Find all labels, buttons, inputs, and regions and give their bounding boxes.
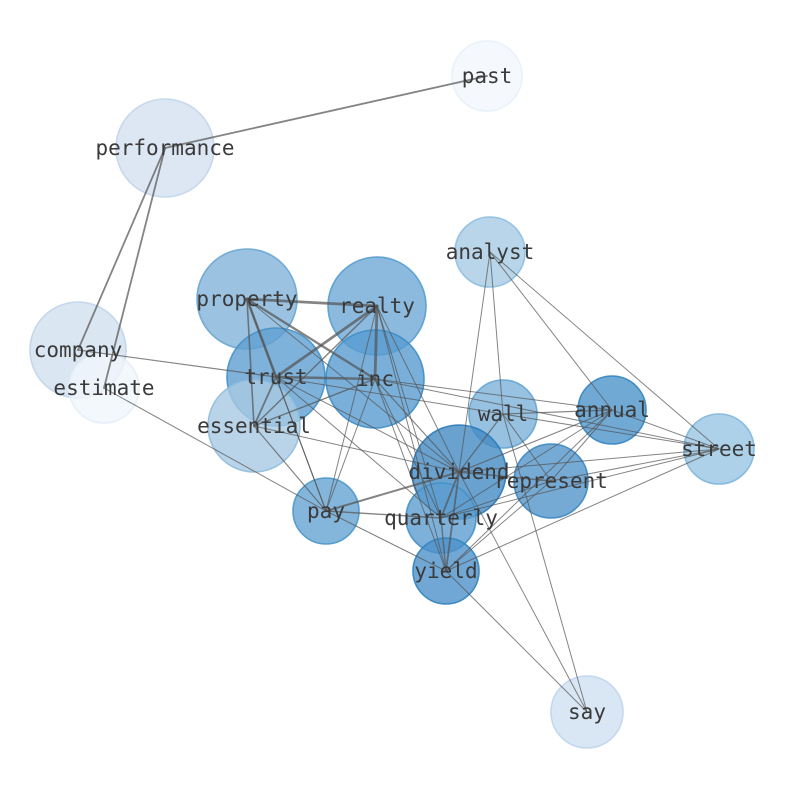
edge-realty-pay xyxy=(325,305,378,512)
edge-street-yield xyxy=(445,448,720,572)
edge-essential-dividend xyxy=(253,425,460,473)
node-label-essential: essential xyxy=(197,414,311,438)
edge-estimate-pay xyxy=(103,387,327,512)
edge-inc-street xyxy=(374,378,720,450)
edge-inc-quarterly xyxy=(374,378,442,519)
edge-dividend-quarterly xyxy=(440,471,460,519)
node-label-wall: wall xyxy=(478,402,529,426)
edge-annual-street xyxy=(611,409,720,450)
edge-analyst-dividend xyxy=(458,251,491,473)
edge-wall-street xyxy=(502,413,720,450)
edge-inc-annual xyxy=(374,378,613,411)
edge-pay-quarterly xyxy=(325,510,442,519)
edge-property-inc xyxy=(245,297,377,381)
node-label-street: street xyxy=(681,437,757,461)
edge-yield-say xyxy=(445,570,588,713)
edge-represent-yield xyxy=(445,480,552,572)
node-label-represent: represent xyxy=(494,469,608,493)
edge-trust-inc xyxy=(274,375,377,381)
node-label-performance: performance xyxy=(95,136,234,160)
edge-layer xyxy=(77,75,720,713)
edge-property-realty xyxy=(245,297,379,308)
edge-property-essential xyxy=(246,298,255,427)
edge-annual-dividend xyxy=(458,409,613,473)
edge-realty-trust xyxy=(274,304,379,379)
edge-wall-dividend xyxy=(458,413,504,473)
edge-trust-pay xyxy=(275,376,327,512)
node-label-inc: inc xyxy=(356,367,394,391)
edge-annual-represent xyxy=(550,409,613,482)
node-label-property: property xyxy=(196,287,297,311)
node-label-estimate: estimate xyxy=(53,376,154,400)
edge-dividend-say xyxy=(458,471,588,713)
edge-performance-estimate xyxy=(103,147,166,389)
node-label-quarterly: quarterly xyxy=(384,506,498,530)
label-layer: past performance company estimate property re… xyxy=(34,64,757,724)
edge-trust-essential xyxy=(253,376,277,427)
edge-trust-quarterly xyxy=(275,376,442,519)
node-label-past: past xyxy=(462,64,513,88)
edge-realty-yield xyxy=(376,305,447,572)
edge-realty-quarterly xyxy=(376,305,442,519)
edge-property-dividend xyxy=(246,298,460,473)
node-label-realty: realty xyxy=(339,294,415,318)
edge-quarterly-yield xyxy=(440,517,447,572)
edge-analyst-annual xyxy=(489,251,613,411)
edge-analyst-street xyxy=(489,251,720,450)
edge-realty-essential xyxy=(253,305,378,427)
edge-street-represent xyxy=(550,448,720,482)
node-label-analyst: analyst xyxy=(446,240,535,264)
edge-pay-yield xyxy=(325,510,447,572)
edge-inc-dividend xyxy=(374,378,460,473)
edge-inc-essential xyxy=(253,378,376,427)
edge-street-dividend xyxy=(458,448,720,473)
node-label-yield: yield xyxy=(414,559,477,583)
node-label-company: company xyxy=(34,338,123,362)
edge-trust-dividend xyxy=(275,376,460,473)
edge-wall-represent xyxy=(502,413,552,482)
edge-realty-inc xyxy=(373,304,379,381)
node-label-say: say xyxy=(568,700,606,724)
edge-past-performance xyxy=(164,75,488,149)
node-label-dividend: dividend xyxy=(408,460,509,484)
edge-annual-yield xyxy=(445,409,613,572)
edge-street-quarterly xyxy=(440,448,720,519)
edge-company-trust xyxy=(77,349,277,378)
edge-essential-pay xyxy=(253,425,327,512)
edge-dividend-represent xyxy=(458,471,552,482)
edge-inc-pay xyxy=(325,378,376,512)
edge-inc-yield xyxy=(374,378,447,572)
edge-wall-annual xyxy=(502,409,613,415)
edge-dividend-yield xyxy=(445,471,460,572)
edge-dividend-pay xyxy=(325,471,460,512)
node-label-pay: pay xyxy=(307,499,345,523)
edge-realty-dividend xyxy=(376,305,460,473)
node-label-trust: trust xyxy=(244,365,307,389)
node-label-annual: annual xyxy=(574,398,650,422)
edge-annual-quarterly xyxy=(440,409,613,519)
edge-performance-company xyxy=(77,147,166,351)
edge-analyst-wall xyxy=(489,251,504,415)
edge-represent-quarterly xyxy=(440,480,552,519)
edge-wall-say xyxy=(502,413,588,713)
